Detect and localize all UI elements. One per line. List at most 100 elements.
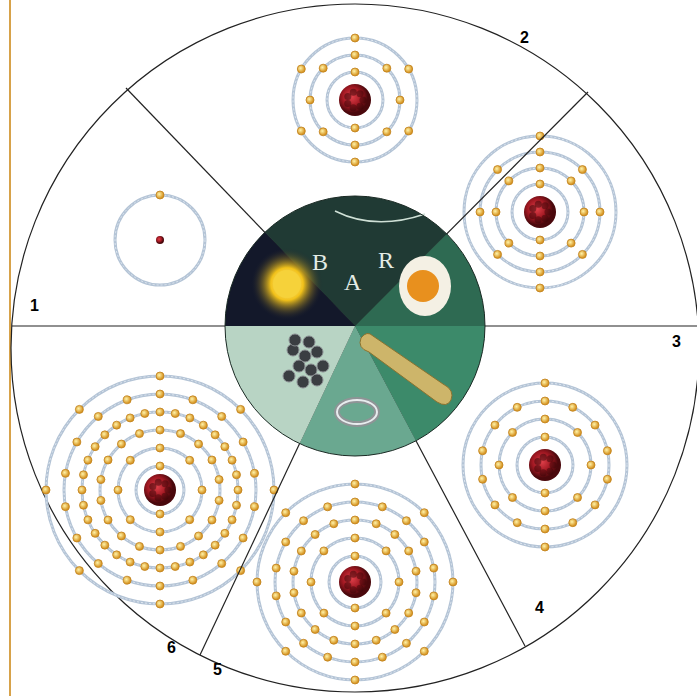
nucleus xyxy=(524,196,556,228)
electron xyxy=(251,503,259,511)
electron xyxy=(505,239,513,247)
electron xyxy=(402,639,410,647)
pellet-picture xyxy=(311,374,323,386)
electron-shell xyxy=(463,383,627,547)
electron xyxy=(156,372,164,380)
electron xyxy=(508,428,516,436)
nucleon xyxy=(547,455,554,462)
electron xyxy=(513,403,521,411)
electron xyxy=(307,578,315,586)
nucleon xyxy=(535,201,542,208)
electron xyxy=(221,443,229,451)
electron xyxy=(61,503,69,511)
electron xyxy=(101,541,109,549)
electron xyxy=(208,456,216,464)
electron-shell xyxy=(118,448,202,532)
electron xyxy=(297,609,305,617)
sector-divider xyxy=(200,326,355,655)
electron-shell xyxy=(480,152,600,272)
electron xyxy=(567,177,575,185)
electron-shell xyxy=(311,538,399,626)
electron-shell xyxy=(310,55,400,145)
electron xyxy=(405,65,413,73)
electron xyxy=(123,396,131,404)
atom-model xyxy=(293,34,417,166)
electron xyxy=(320,547,328,555)
atom-model xyxy=(253,480,457,684)
electron-shell xyxy=(512,184,568,240)
electron xyxy=(272,592,280,600)
electron-shell xyxy=(517,437,573,493)
electron xyxy=(495,461,503,469)
electron xyxy=(536,164,544,172)
electron xyxy=(156,462,164,470)
electron xyxy=(574,428,582,436)
electron-shell xyxy=(82,412,238,568)
electron xyxy=(199,551,207,559)
electron xyxy=(97,476,105,484)
atom-model xyxy=(42,372,278,608)
electron-shell xyxy=(327,72,383,128)
nucleon xyxy=(344,93,351,100)
electron xyxy=(306,96,314,104)
electron xyxy=(126,456,134,464)
electron xyxy=(574,494,582,502)
electron xyxy=(195,440,203,448)
electron xyxy=(479,447,487,455)
electron xyxy=(186,558,194,566)
callout-number: 5 xyxy=(213,662,222,678)
electron xyxy=(189,576,197,584)
electron xyxy=(91,529,99,537)
electron xyxy=(372,520,380,528)
ring-picture xyxy=(337,400,377,424)
electron xyxy=(91,443,99,451)
nucleon xyxy=(344,582,351,589)
electron-shell xyxy=(293,38,417,162)
center-disc xyxy=(225,196,485,456)
nucleon xyxy=(546,468,553,475)
electron xyxy=(536,148,544,156)
electron xyxy=(300,639,308,647)
electron xyxy=(541,525,549,533)
pellet-picture xyxy=(297,376,309,388)
pellet-picture xyxy=(283,370,295,382)
electron xyxy=(171,409,179,417)
pellet-picture xyxy=(317,360,329,372)
electron xyxy=(541,489,549,497)
electron xyxy=(94,560,102,568)
nucleus xyxy=(339,566,371,598)
electron xyxy=(97,496,105,504)
electron xyxy=(104,456,112,464)
electron xyxy=(412,589,420,597)
electron xyxy=(239,438,247,446)
electron xyxy=(505,177,513,185)
nucleon xyxy=(359,96,366,103)
electron xyxy=(123,576,131,584)
electron xyxy=(351,68,359,76)
electron xyxy=(234,486,242,494)
electron xyxy=(494,166,502,174)
electron xyxy=(186,414,194,422)
electron xyxy=(351,534,359,542)
nucleon xyxy=(544,208,551,215)
electron xyxy=(536,236,544,244)
electron xyxy=(330,636,338,644)
electron xyxy=(311,531,319,539)
electron xyxy=(189,396,197,404)
electron xyxy=(218,560,226,568)
electron xyxy=(73,534,81,542)
electron xyxy=(215,496,223,504)
electron xyxy=(195,532,203,540)
electron-shell xyxy=(275,502,435,662)
electron xyxy=(578,250,586,258)
electron xyxy=(351,552,359,560)
electron xyxy=(297,65,305,73)
electron xyxy=(75,567,83,575)
electron xyxy=(351,640,359,648)
electron xyxy=(198,486,206,494)
electron-shell xyxy=(481,401,609,529)
electron xyxy=(156,546,164,554)
nucleon xyxy=(356,103,363,110)
